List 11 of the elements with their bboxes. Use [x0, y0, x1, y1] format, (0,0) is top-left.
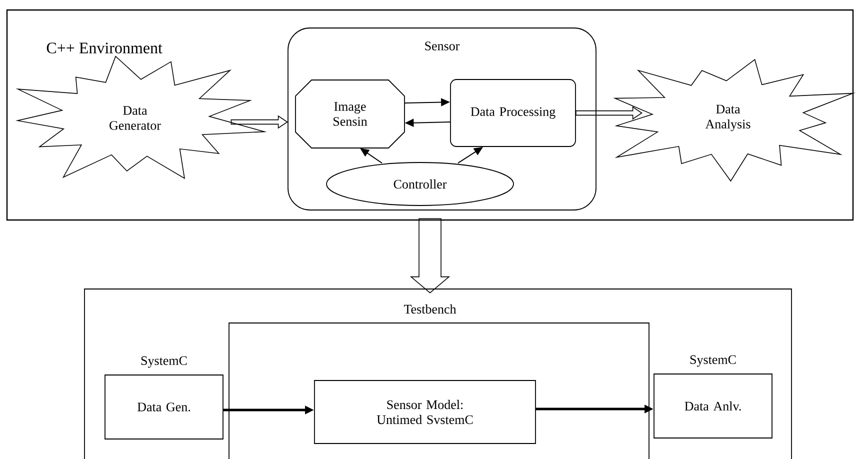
- node-label: SystemC: [141, 356, 187, 368]
- arrow: [410, 218, 450, 294]
- testbench-frame: [84, 288, 792, 459]
- module-box: Sensor Model: Untimed SvstemC: [314, 380, 536, 444]
- arrow: [576, 106, 643, 120]
- process-box: Data Processing: [450, 79, 576, 147]
- arrow: [230, 115, 288, 129]
- module-box: SystemC Data Anlv.: [654, 355, 772, 438]
- node-label: SystemC: [690, 355, 736, 367]
- octagon-box: Image Sensin: [295, 80, 405, 148]
- module-box: SystemC Data Gen.: [104, 356, 224, 440]
